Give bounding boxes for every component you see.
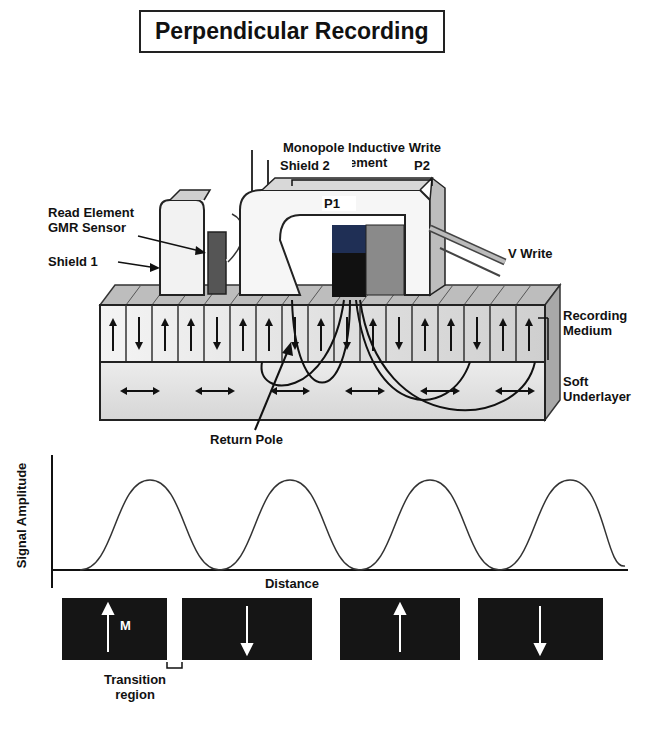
layer-label: Recording Medium bbox=[563, 308, 648, 338]
axis-label: Distance bbox=[247, 576, 337, 591]
part-label: Return Pole bbox=[210, 432, 310, 447]
part-label: P1 bbox=[322, 196, 356, 211]
part-label: P2 bbox=[412, 158, 446, 173]
region-label: Transition region bbox=[95, 672, 175, 702]
title-box: Perpendicular Recording bbox=[139, 10, 445, 53]
layer-label: Soft Underlayer bbox=[563, 374, 648, 404]
axis-label: Signal Amplitude bbox=[14, 463, 29, 569]
part-label: Shield 2 bbox=[278, 158, 352, 173]
signal-label: V Write bbox=[508, 246, 578, 261]
vector-label: M bbox=[120, 618, 140, 633]
part-label: Read Element GMR Sensor bbox=[48, 205, 140, 235]
part-label: Shield 1 bbox=[48, 254, 118, 269]
